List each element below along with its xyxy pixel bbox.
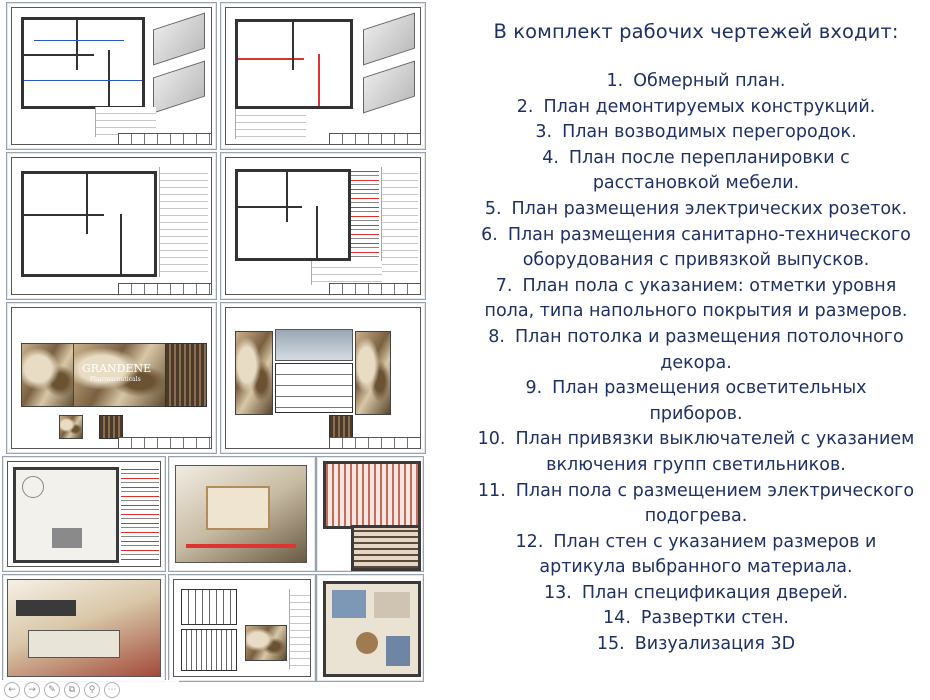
sheet-demolition-plan: [220, 2, 426, 150]
list-item: 13.План спецификация дверей.: [543, 582, 849, 603]
list-item: 14.Развертки стен.: [603, 608, 789, 629]
list-item: 7.План пола с указанием: отметки уровня …: [484, 275, 908, 322]
list-item: 2.План демонтируемых конструкций.: [516, 96, 876, 117]
list-item: 15.Визуализация 3D: [596, 634, 796, 655]
sheet-electrical-plan: [220, 152, 426, 300]
more-icon[interactable]: ⋯: [104, 682, 120, 698]
sheet-partitions-plan: [6, 152, 217, 300]
zoom-icon[interactable]: ⚲: [84, 682, 100, 698]
panel-heading: В комплект рабочих чертежей входит:: [493, 20, 899, 43]
sheet-kitchen-plan: [2, 456, 166, 572]
reception-brand-text: GRANDENE: [82, 362, 152, 375]
sheet-kitchen-render: [2, 574, 166, 682]
sheet-kitchen-3d: [168, 456, 316, 572]
pen-icon[interactable]: ✎: [44, 682, 60, 698]
list-item: 6.План размещения санитарно-технического…: [481, 224, 911, 271]
copy-icon[interactable]: ⧉: [64, 682, 80, 698]
list-item: 5.План размещения электрических розеток.: [484, 198, 908, 219]
list-item: 4.План после перепланировки с расстановк…: [542, 147, 850, 194]
forward-icon[interactable]: →: [24, 682, 40, 698]
sheet-floor-plan-color: [316, 574, 424, 682]
reception-sub-text: Pharmaceuticals: [90, 376, 141, 383]
list-item: 8.План потолка и размещения потолочного …: [488, 326, 904, 373]
list-item: 12.План стен с указанием размеров и арти…: [515, 531, 877, 578]
list-item: 11.План пола с размещением электрическог…: [477, 480, 915, 527]
sheet-measurement-plan: [6, 2, 217, 150]
list-item: 1.Обмерный план.: [606, 71, 786, 91]
viewer-toolbar: ← → ✎ ⧉ ⚲ ⋯: [0, 680, 179, 700]
sheet-bathroom-elevation: [220, 302, 426, 454]
contents-panel: В комплект рабочих чертежей входит: 1.Об…: [468, 20, 924, 680]
list-item: 3.План возводимых перегородок.: [535, 122, 857, 143]
list-item: 9.План размещения осветительных приборов…: [525, 378, 867, 424]
contents-list: 1.Обмерный план. 2.План демонтируемых ко…: [468, 69, 924, 658]
sheet-wall-developments: [168, 574, 316, 682]
sheet-bathroom-plan-color: [316, 456, 424, 572]
back-icon[interactable]: ←: [4, 682, 20, 698]
list-item: 10.План привязки выключателей с указание…: [477, 429, 915, 475]
sheet-reception-elevation: GRANDENE Pharmaceuticals: [6, 302, 217, 454]
